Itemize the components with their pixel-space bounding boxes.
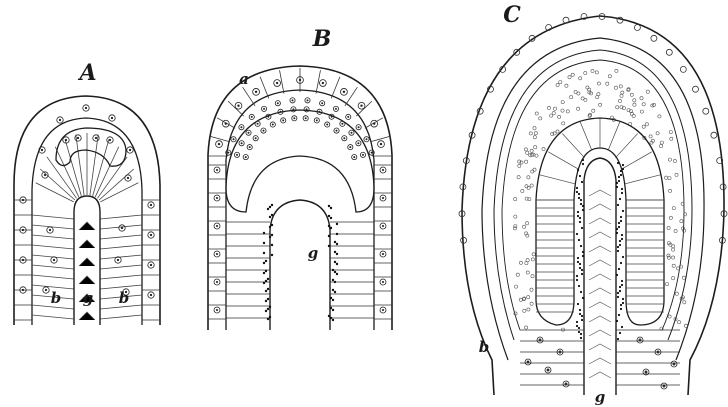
panel-c: C b g bbox=[459, 2, 727, 406]
panel-c-label: C bbox=[503, 2, 521, 28]
panel-b-marker-a: a bbox=[239, 70, 249, 88]
panel-b-marker-g: g bbox=[308, 244, 319, 262]
panel-b-tissue bbox=[208, 66, 392, 330]
panel-a-marker-center: g bbox=[83, 289, 94, 307]
panel-a-label: A bbox=[77, 60, 96, 86]
panel-a-marker-left: b bbox=[51, 289, 62, 307]
panel-c-tissue bbox=[459, 14, 727, 396]
panel-b: B a g bbox=[208, 26, 392, 330]
panel-a: A b g b bbox=[14, 60, 160, 325]
panel-c-marker-g: g bbox=[595, 388, 606, 406]
panel-c-marker-b: b bbox=[479, 338, 490, 356]
panel-a-marker-right: b bbox=[119, 289, 130, 307]
panel-b-label: B bbox=[312, 26, 332, 52]
